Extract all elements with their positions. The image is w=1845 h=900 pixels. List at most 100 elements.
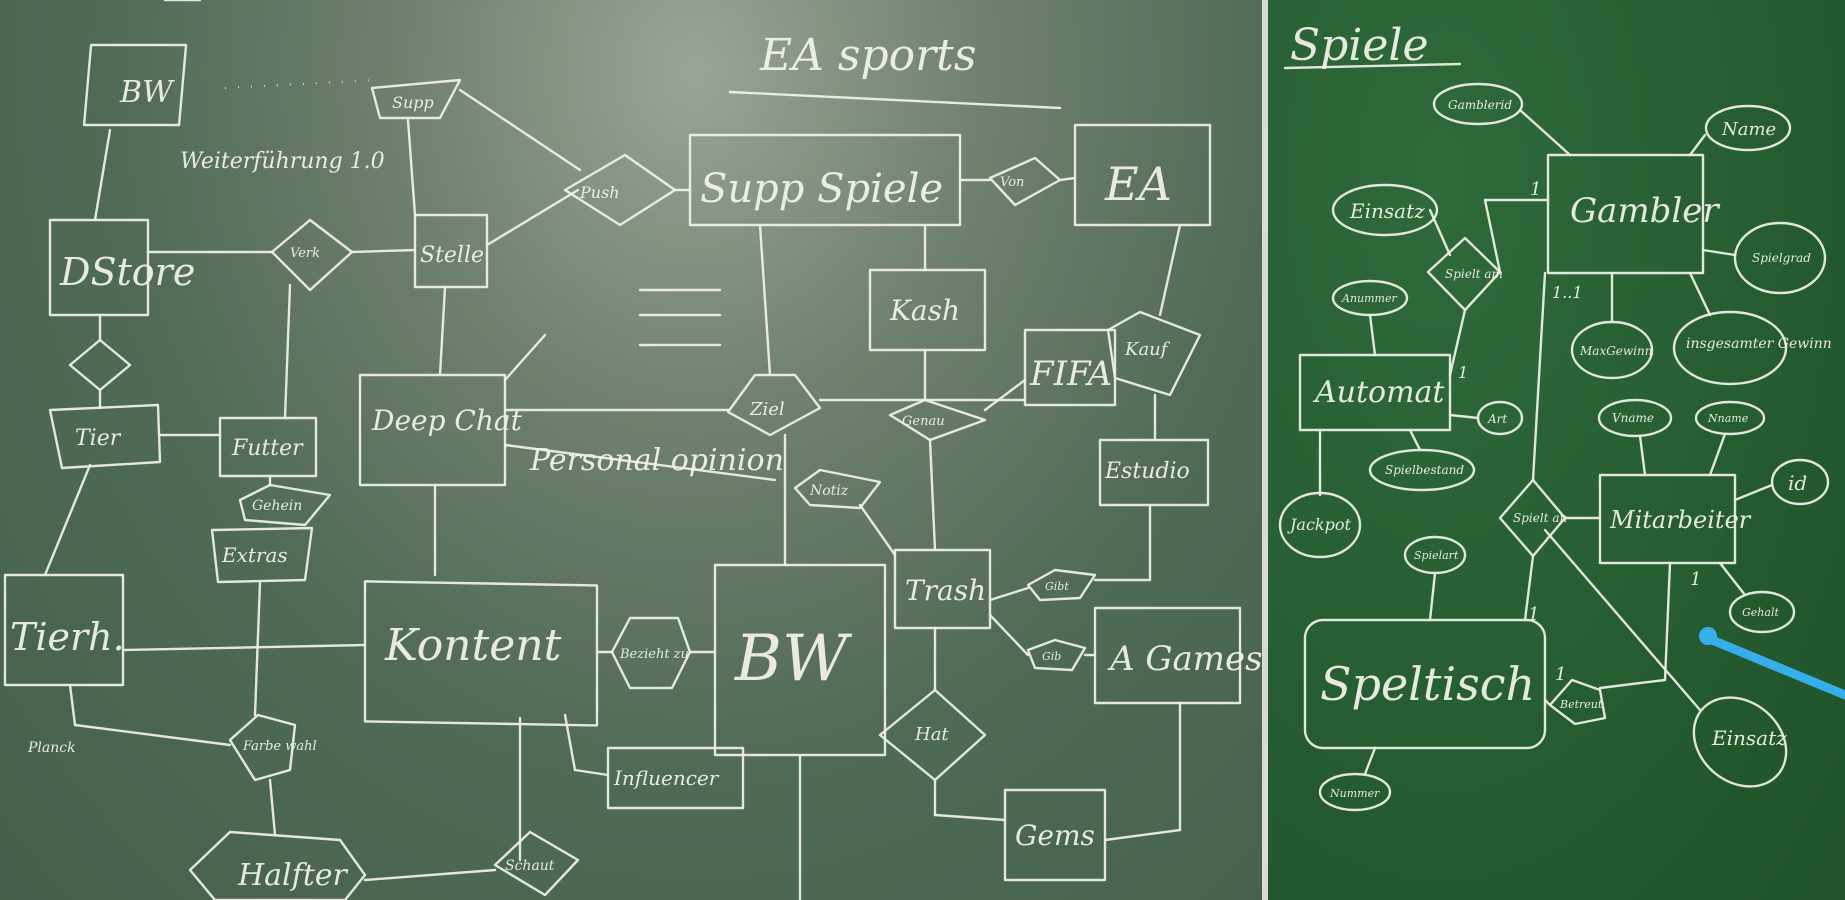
svg-text:Einsatz: Einsatz [1711,726,1787,750]
right-connector-lines [1318,108,1774,776]
relation-kauf: Kauf [1106,310,1202,397]
svg-text:Tierh.: Tierh. [10,615,125,659]
attr-spielart: Spielart [1403,535,1467,575]
svg-text:Gibt: Gibt [1045,580,1069,593]
entity-trash: Trash [893,548,992,630]
svg-text:Schaut: Schaut [505,858,555,874]
relation-notiz: Notiz [793,468,882,510]
entity-tierh: Tierh. [3,573,125,687]
attr-anummer: Anummer [1331,279,1409,317]
attr-nummer: Nummer [1318,772,1392,812]
entity-bw-center: BW [713,563,887,757]
relation-von: Von [988,156,1062,207]
svg-text:1: 1 [1458,363,1468,382]
entity-mitarbeiter: Mitarbeiter [1598,473,1752,565]
svg-text:Speltisch: Speltisch [1320,657,1535,711]
relation-betreut: Betreut [1548,678,1607,726]
relation-bezieht-zu: Bezieht zu [610,616,692,690]
svg-text:EA: EA [1104,157,1172,211]
svg-text:Betreut: Betreut [1559,698,1603,711]
attr-id: id [1770,458,1830,506]
attr-insgesamter-gewinn: insgesamter Gewinn [1672,310,1832,386]
entity-gems: Gems [1003,788,1107,882]
entity-automat: Automat [1298,353,1452,432]
svg-text:Automat: Automat [1312,375,1445,410]
note-planck: Planck [27,740,76,756]
svg-text:Spielgrad: Spielgrad [1752,251,1811,265]
entity-dstore: DStore [48,218,195,317]
blue-marker [1699,627,1845,700]
svg-text:Notiz: Notiz [809,483,849,499]
svg-text:Extras: Extras [221,543,288,567]
cardinality-labels: 1 1..1 1 1 1 1 [1458,179,1701,685]
relation-gib: Gib [1026,638,1087,672]
attr-einsatz: Einsatz [1331,183,1439,237]
svg-text:Spielt an: Spielt an [1513,511,1567,525]
entity-kash: Kash [868,268,987,352]
connector-lines [43,0,1182,900]
svg-text:1: 1 [1690,569,1701,590]
svg-text:MaxGewinn: MaxGewinn [1579,344,1652,358]
svg-text:Gambler: Gambler [1570,191,1720,231]
svg-text:A Games: A Games [1107,639,1263,679]
svg-text:Halfter: Halfter [237,858,349,893]
attr-vname: Vname [1597,398,1673,438]
svg-text:Verk: Verk [290,246,320,261]
svg-text:Supp Spiele: Supp Spiele [700,166,943,212]
entity-supp-spiele: Supp Spiele [688,133,962,227]
svg-text:Gehein: Gehein [252,498,302,514]
relation-ziel: Ziel [726,373,822,437]
svg-text:FIFA: FIFA [1029,354,1112,394]
entity-extras: Extras [210,526,314,584]
attr-maxgewinn: MaxGewinn [1570,320,1654,380]
entity-influencer: Influencer [606,746,745,810]
entity-gambler: Gambler [1546,153,1720,275]
svg-text:Spielart: Spielart [1414,549,1459,562]
attr-spielgrad: Spielgrad [1733,221,1827,295]
relation-verk: Verk [270,218,354,292]
svg-text:Ziel: Ziel [749,399,785,420]
svg-text:Einsatz: Einsatz [1349,199,1425,223]
entity-halfter: Halfter [188,830,367,900]
relation-schaut: Schaut [493,830,580,897]
relation-supp: Supp [370,78,462,120]
svg-text:Genau: Genau [902,414,945,429]
attr-gamblerid: Gamblerid [1432,82,1524,126]
svg-text:BW: BW [734,622,853,696]
entity-a-games: A Games [1093,606,1263,705]
svg-text:1: 1 [1530,179,1541,200]
relation-gibt: Gibt [1026,568,1097,602]
relation-spielt-am: Spielt am [1426,236,1503,312]
svg-text:Futter: Futter [231,436,304,461]
attr-gehalt: Gehalt [1728,590,1796,634]
board-divider [1262,0,1268,900]
entity-estudio: Estudio [1098,438,1210,507]
attr-spielbestand: Spielbestand [1368,448,1476,492]
svg-text:Hat: Hat [914,724,949,745]
relation-push: Push [563,153,677,227]
entity-speltisch: Speltisch [1303,618,1547,750]
svg-text:Farbe wahl: Farbe wahl [242,739,317,754]
svg-text:Estudio: Estudio [1104,459,1190,484]
relation-small-diamond [68,338,132,392]
svg-text:Kauf: Kauf [1124,339,1171,360]
relation-hat: Hat [878,688,987,782]
note-weiterfuehrung: Weiterführung 1.0 [180,149,385,174]
svg-text:Spielbestand: Spielbestand [1385,463,1464,477]
entity-fifa: FIFA [1023,328,1117,407]
entity-kontent: Kontent [363,580,599,727]
svg-text:Push: Push [579,183,620,202]
entity-tier: Tier [48,403,162,470]
svg-text:Mitarbeiter: Mitarbeiter [1609,506,1752,534]
svg-text:Deep Chat: Deep Chat [371,404,523,437]
svg-text:Influencer: Influencer [613,766,720,790]
svg-text:Supp: Supp [392,93,434,112]
attr-art: Art [1476,400,1524,436]
board-title-right: Spiele [1290,20,1429,71]
svg-text:1: 1 [1555,664,1566,685]
svg-text:Vname: Vname [1612,411,1654,425]
svg-text:Tier: Tier [75,426,122,451]
svg-text:1: 1 [1528,604,1539,625]
svg-text:BW: BW [119,75,175,110]
